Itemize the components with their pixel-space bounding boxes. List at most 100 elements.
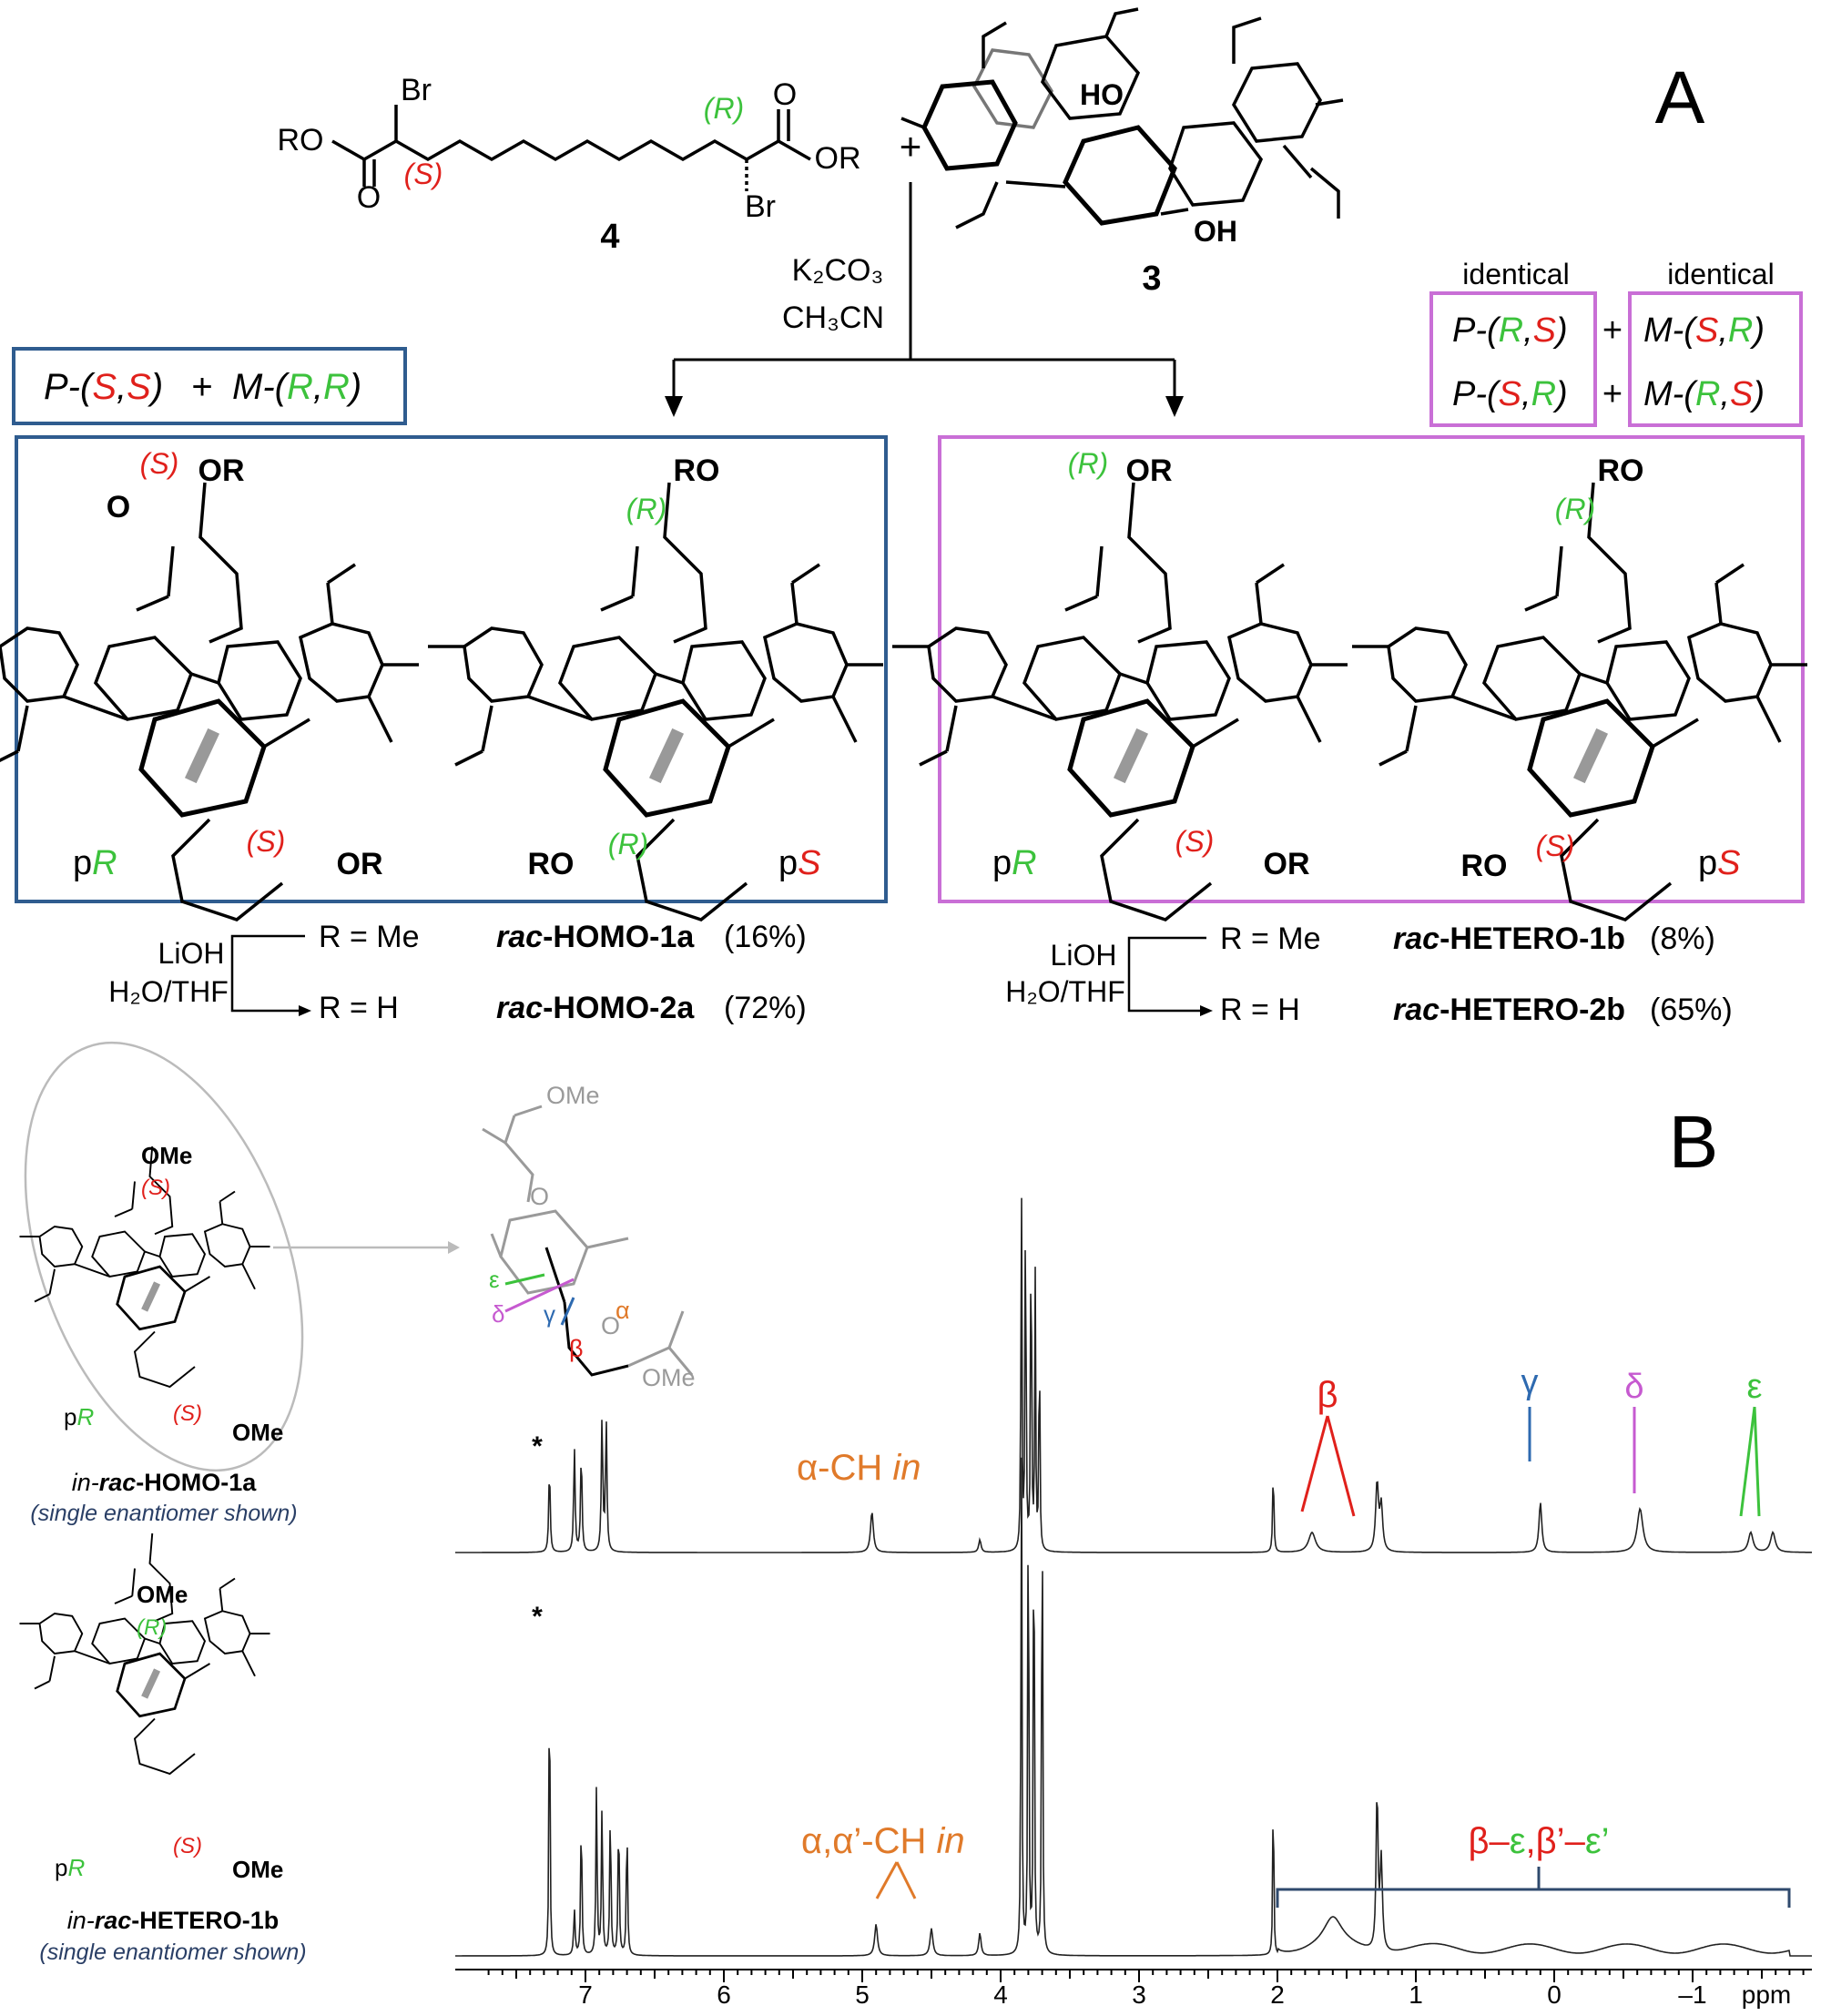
spec2-star: * — [532, 1602, 543, 1632]
homo-header-text-2: M-(R,R) — [232, 367, 361, 407]
hetero-left-hel-p: p — [992, 844, 1012, 882]
homo-lioh-arrowhead — [299, 1005, 311, 1016]
homo-left-hel-p: p — [73, 844, 92, 882]
hetero-2b-name: rac-HETERO-2b — [1393, 993, 1625, 1027]
homo-header-text: P-(S,S) — [44, 367, 163, 407]
axis-tick-label: 1 — [1409, 1980, 1423, 2009]
homo-header-box — [12, 347, 407, 425]
c4-ro-left: RO — [278, 123, 324, 158]
b-homo-s-top: (S) — [141, 1176, 170, 1200]
homo-header-plus: + — [191, 367, 212, 407]
homo-left-top-s: (S) — [140, 447, 179, 480]
b-homo-note: (single enantiomer shown) — [30, 1501, 297, 1526]
hh-c1: , — [117, 367, 127, 407]
homo-right-ro-bottom: RO — [528, 847, 575, 881]
hetero-left-bottom-s: (S) — [1175, 825, 1215, 858]
c4-s-label: (S) — [404, 158, 443, 190]
compound-3-structure — [900, 7, 1344, 229]
b-hetero-ome-top: OMe — [137, 1581, 188, 1608]
b-hetero-in: in- — [67, 1907, 95, 1934]
homo-r-me: R = Me — [319, 920, 420, 954]
b-homo-name: in-rac-HOMO-1a — [72, 1469, 258, 1496]
identical-box-m — [1628, 291, 1803, 427]
hetero-row1-plus: + — [1602, 311, 1623, 350]
homo-lioh-bracket — [230, 934, 305, 1013]
hr1-m: M-( — [1643, 311, 1698, 350]
c4-number: 4 — [600, 218, 619, 256]
homo-left-helicity: pR — [73, 844, 117, 882]
homo-right-bottom-r: (R) — [608, 828, 648, 860]
b-hetero-helicity: pR — [55, 1854, 85, 1881]
homo-right-hel-p: p — [778, 844, 798, 882]
panel-b-label: B — [1669, 1101, 1719, 1184]
homo-h2o-thf: H₂O/THF — [108, 975, 229, 1008]
spec2-r-sep: , — [1526, 1821, 1536, 1861]
hh-cl1: ) — [148, 367, 163, 407]
b-hetero-name: in-rac-HETERO-1b — [67, 1907, 280, 1934]
hetero-right-hel-s: S — [1717, 844, 1740, 882]
hetero-left-helicity: pR — [992, 844, 1037, 882]
axis-tick-label: 3 — [1132, 1980, 1146, 2009]
nmr-spectrum-2 — [455, 1457, 1812, 1957]
hetero-right-helicity: pS — [1698, 844, 1741, 882]
spec2-r-dash2: – — [1565, 1821, 1586, 1861]
homo-left-o: O — [107, 490, 130, 524]
nmr-spectrum-1 — [455, 1197, 1812, 1553]
axis-tick-label: 6 — [717, 1980, 731, 2009]
spec1-beta-marker — [1300, 1415, 1356, 1517]
reagent-ch3cn: CH₃CN — [782, 300, 884, 335]
hr2-a: S — [1499, 375, 1521, 413]
homo-1a-rest: -HOMO-1a — [543, 920, 695, 954]
zoom-alpha: α — [615, 1297, 630, 1324]
hetero-2b-rac: rac — [1393, 993, 1440, 1027]
hetero-1b-name: rac-HETERO-1b — [1393, 921, 1625, 956]
b-hetero-s: (S) — [173, 1834, 202, 1858]
homo-left-bottom-s: (S) — [247, 825, 286, 858]
c3-oh: OH — [1194, 215, 1237, 248]
zoom-delta: δ — [492, 1300, 504, 1328]
hetero-1b-rac: rac — [1393, 921, 1440, 956]
homo-left-or-bottom: OR — [337, 847, 383, 881]
hetero-h2o-thf: H₂O/THF — [1005, 975, 1125, 1008]
hetero-left-top-r: (R) — [1068, 447, 1108, 480]
hetero-1b-rest: -HETERO-1b — [1440, 921, 1625, 956]
homo-2a-rest: -HOMO-2a — [543, 991, 695, 1025]
b-homo-ome-top: OMe — [141, 1142, 192, 1169]
hetero-right-hel-p: p — [1698, 844, 1717, 882]
homo-2a-name: rac-HOMO-2a — [496, 991, 695, 1025]
hh-s2: S — [127, 367, 151, 407]
c4-br-right: Br — [745, 189, 776, 224]
hr1-c: S — [1695, 311, 1718, 350]
hh-s1: S — [92, 367, 117, 407]
panel-a-label: A — [1655, 56, 1705, 139]
hetero-row1-m: M-(S,R) — [1643, 311, 1765, 350]
hetero-right-ro-top: RO — [1598, 453, 1644, 488]
hetero-products-box — [938, 435, 1805, 903]
b-hetero-ome-bottom: OMe — [232, 1856, 283, 1883]
compound-4-structure — [331, 105, 811, 191]
c3-number: 3 — [1142, 260, 1161, 298]
c4-o-right: O — [773, 77, 797, 112]
spec1-alpha-in: in — [892, 1448, 921, 1488]
hetero-small-structure — [18, 1532, 271, 1776]
zoom-beta: β — [569, 1335, 584, 1362]
hetero-r-h: R = H — [1220, 993, 1300, 1027]
hr2-b: R — [1531, 375, 1556, 413]
homo-2a-yield: (72%) — [724, 991, 807, 1025]
hh-m: M-( — [232, 367, 290, 407]
spec2-alpha-in: in — [936, 1821, 964, 1861]
b-hetero-note: (single enantiomer shown) — [39, 1940, 306, 1965]
spec2-r-beta2: β’ — [1536, 1821, 1565, 1861]
hetero-right-ro-bottom: RO — [1461, 849, 1508, 883]
spec2-range-label: β–ε,β’–ε’ — [1468, 1821, 1609, 1861]
hetero-left-or-bottom: OR — [1264, 847, 1310, 881]
homo-2a-rac: rac — [496, 991, 543, 1025]
axis-tick-label: –1 — [1678, 1980, 1706, 2009]
hetero-row2-m: M-(R,S) — [1643, 375, 1765, 413]
spec1-beta-label: β — [1317, 1375, 1338, 1415]
spec1-alpha-label: α-CH in — [797, 1448, 921, 1488]
axis-tick-label: 7 — [578, 1980, 593, 2009]
hh-r2: R — [323, 367, 350, 407]
b-homo-in: in- — [72, 1469, 99, 1496]
